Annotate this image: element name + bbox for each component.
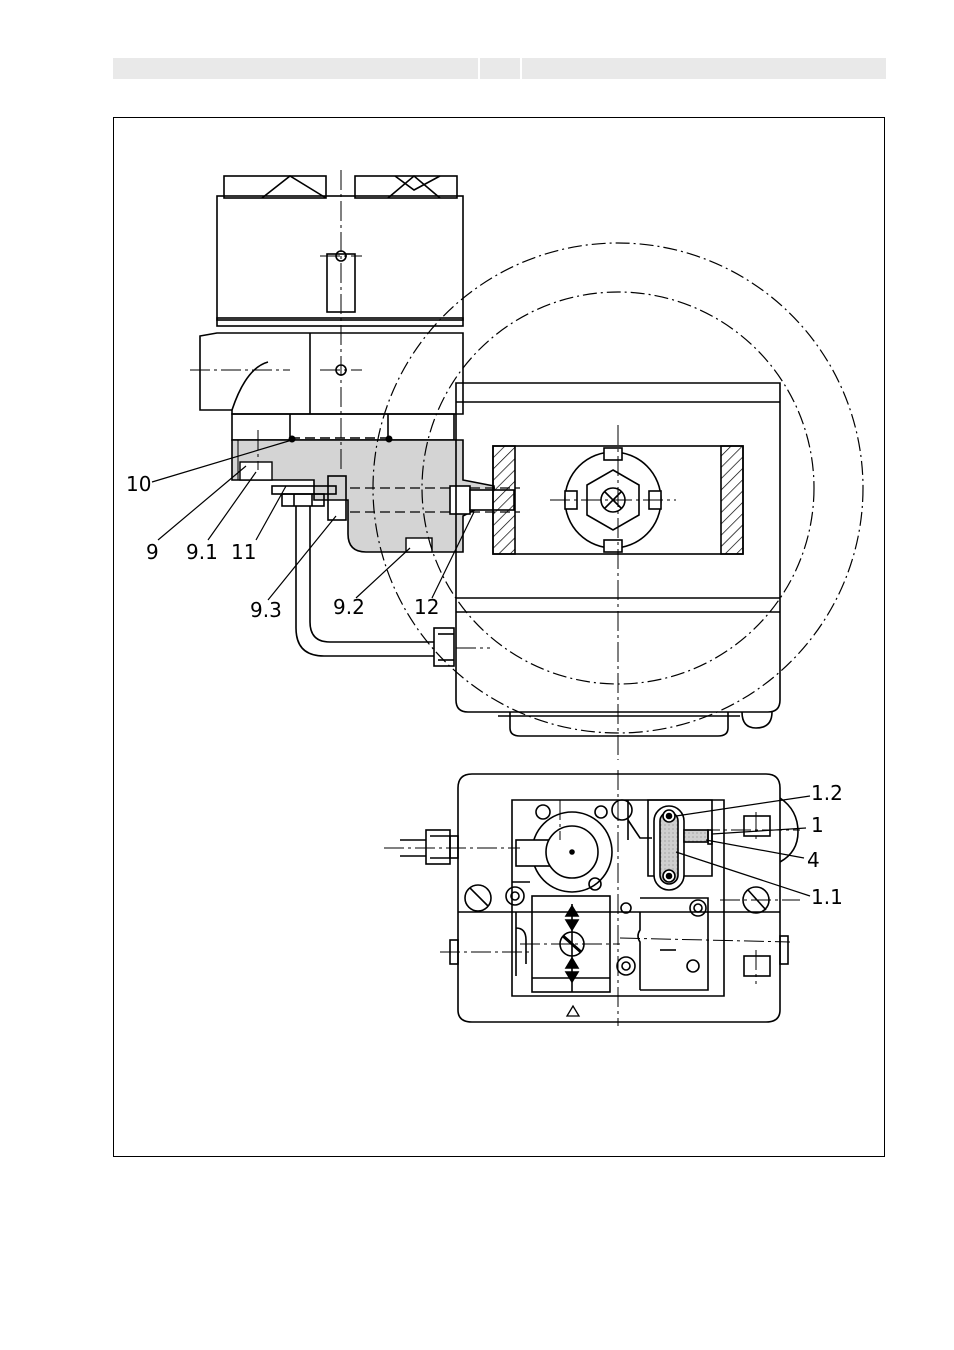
label-9-3: 9.3 (250, 598, 282, 622)
center-lines-lower (384, 770, 800, 1026)
label-12: 12 (414, 595, 439, 619)
label-10: 10 (126, 472, 151, 496)
label-9-1: 9.1 (186, 540, 218, 564)
label-9: 9 (146, 540, 159, 564)
label-11: 11 (231, 540, 256, 564)
label-1: 1 (811, 813, 824, 837)
triangle-mark (567, 1006, 579, 1016)
label-4: 4 (807, 848, 820, 872)
label-9-2: 9.2 (333, 595, 365, 619)
positioner-bottom-view (400, 774, 798, 1022)
label-1-1: 1.1 (811, 885, 843, 909)
label-1-2: 1.2 (811, 781, 843, 805)
actuator-top-housing (200, 176, 463, 440)
